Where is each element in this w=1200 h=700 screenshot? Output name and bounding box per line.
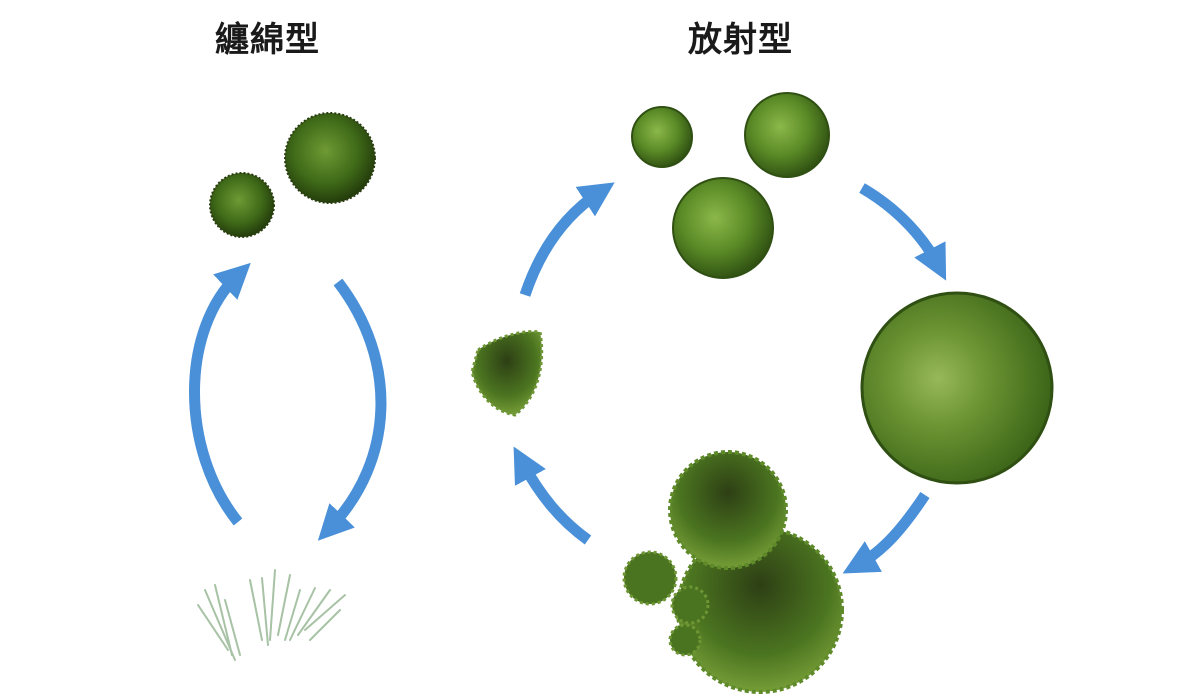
arrow-down-right [317,278,387,541]
fragmented-ball-icon [622,450,844,694]
small-ball-cluster-icon-1 [631,106,693,168]
grass-filaments-icon [197,569,346,661]
arrow-up-left [189,262,251,526]
left-cycle [189,112,387,661]
arrow-fragment-to-cluster [519,182,615,297]
small-ball-cluster-icon-2 [744,92,830,178]
small-ball-cluster-icon-3 [672,177,774,279]
title-radial-type: 放射型 [688,20,793,60]
small-ball-icon [209,172,275,238]
large-ball-icon [284,112,376,204]
arrow-large-to-fragmented [842,491,930,574]
right-cycle [470,92,1054,694]
large-ball-icon [860,291,1054,485]
arrow-cluster-to-large [859,183,947,281]
ball-fragment-icon [470,330,544,417]
arrow-fragmented-to-fragment [513,446,592,545]
title-entangled-type: 纏綿型 [215,20,320,60]
